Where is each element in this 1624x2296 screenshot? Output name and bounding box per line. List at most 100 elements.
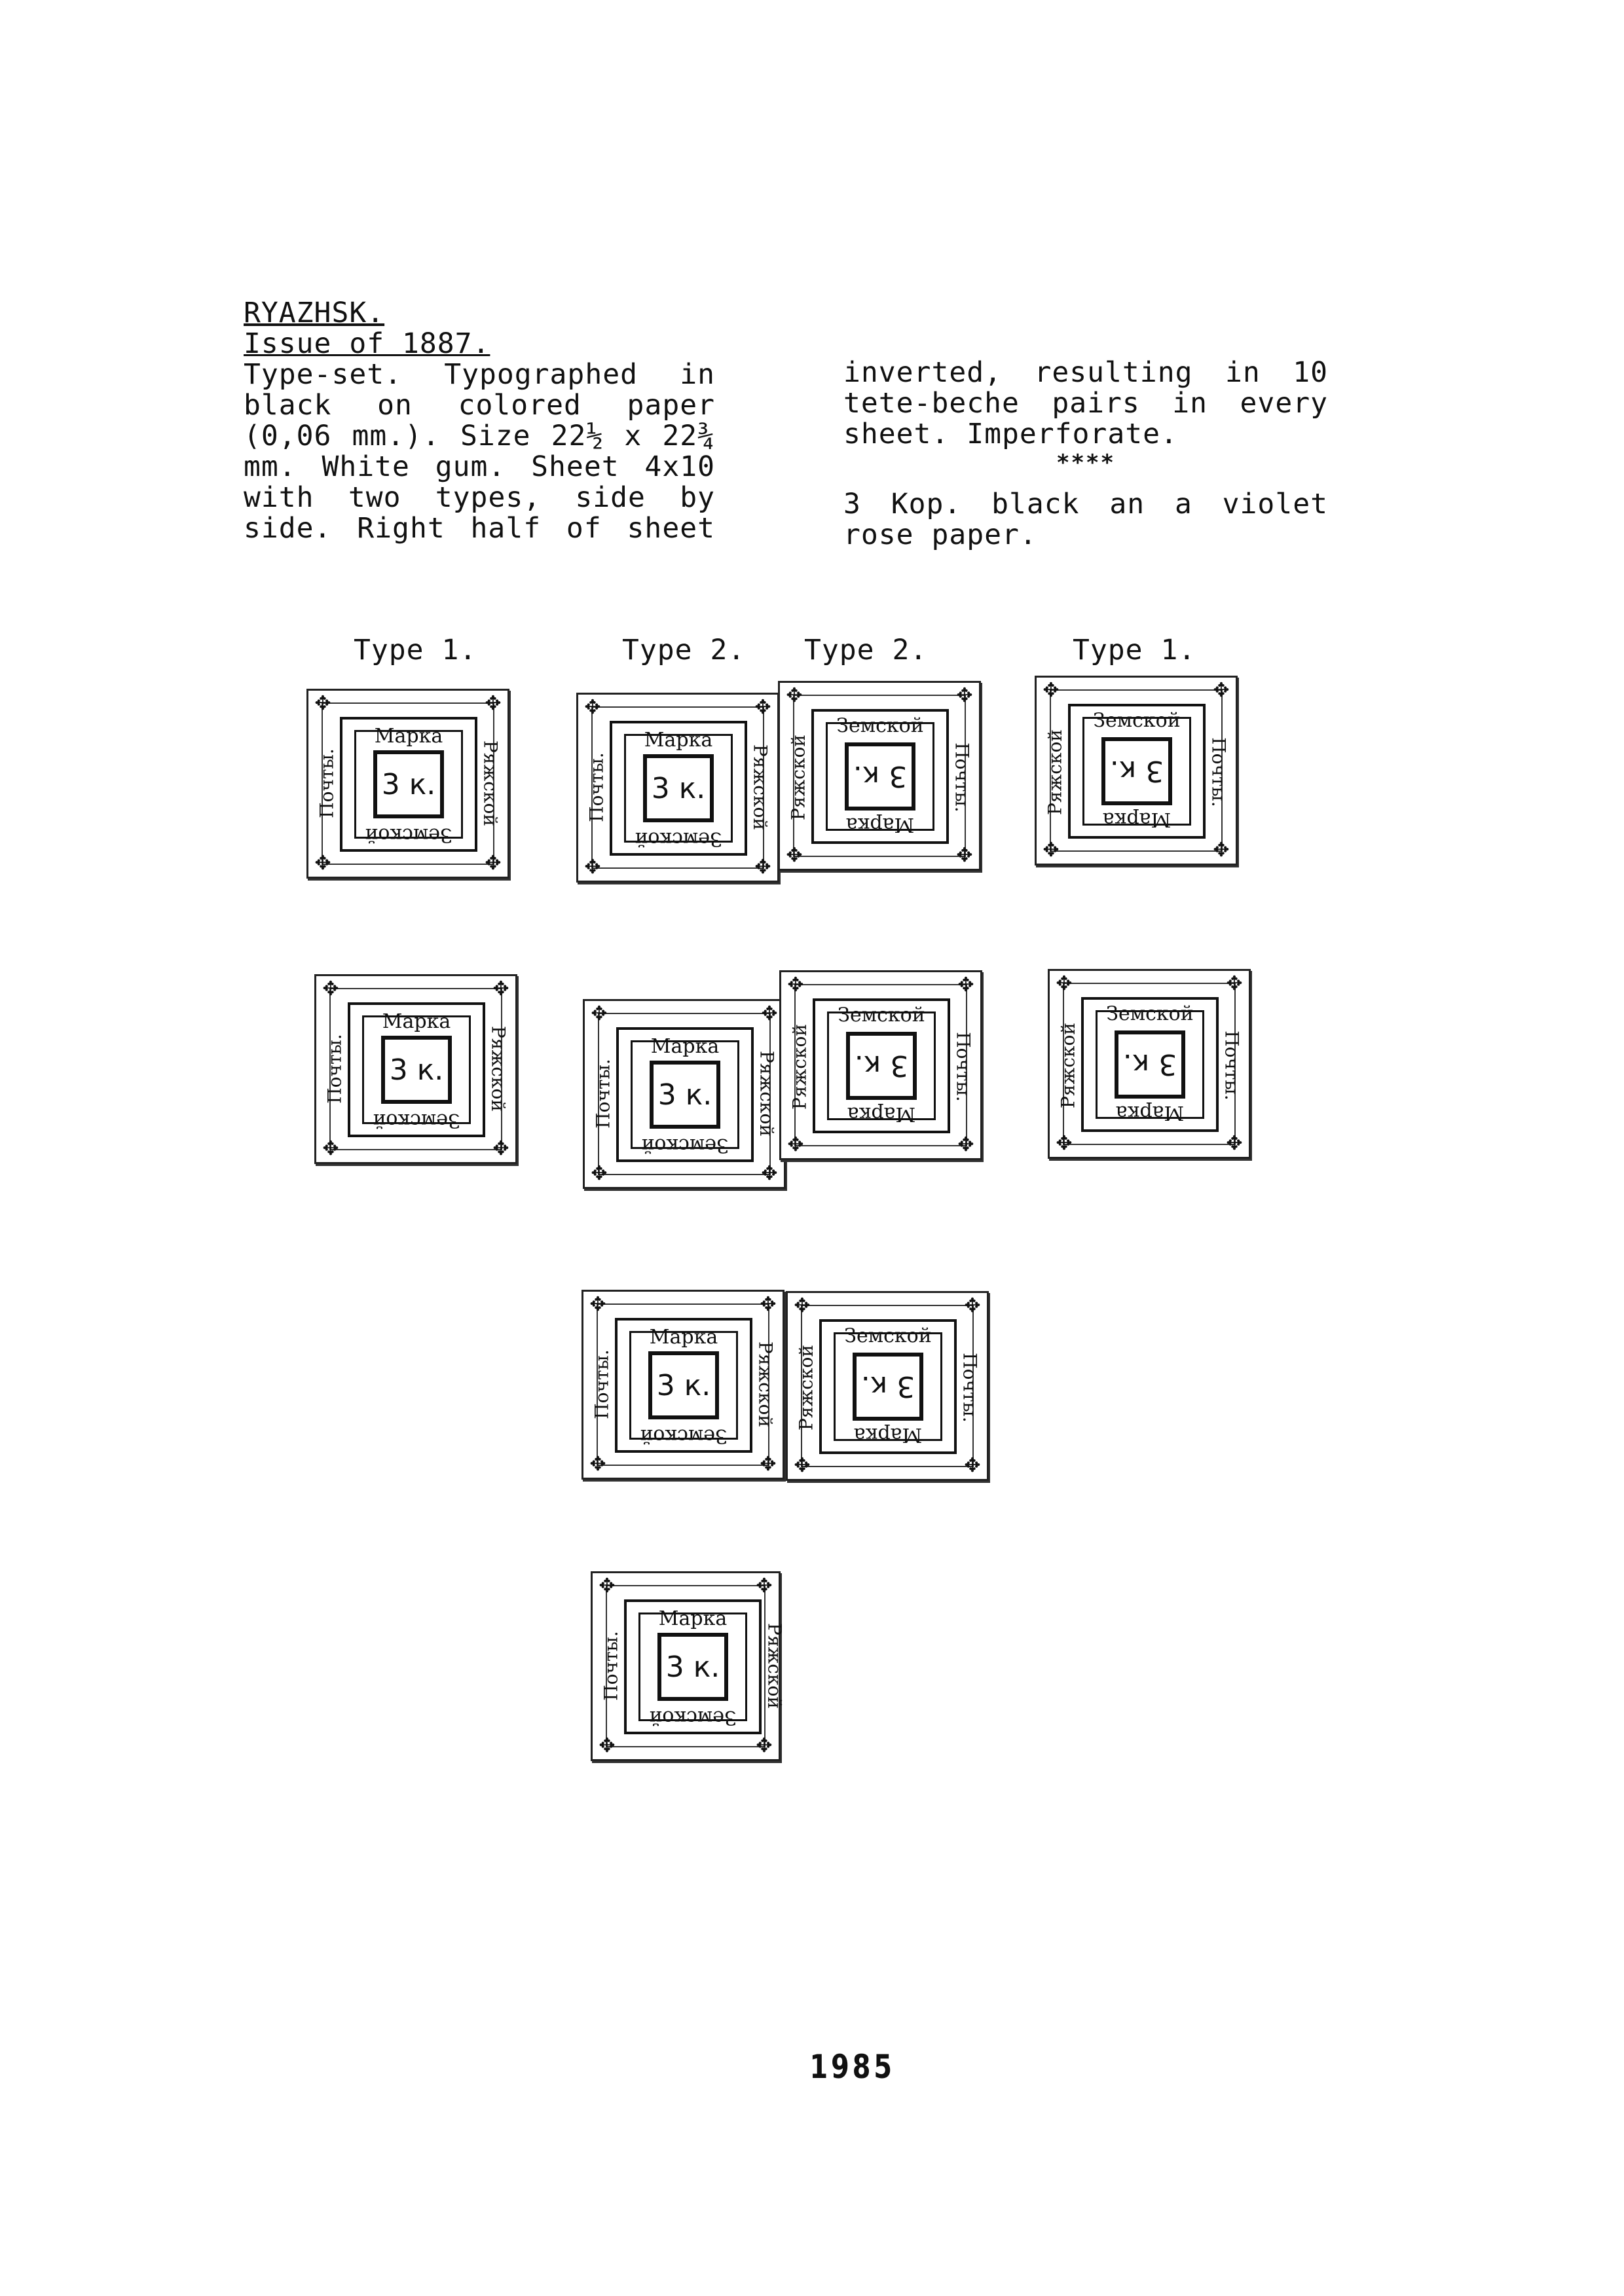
type-label-col4: Type 1. [1073,634,1196,666]
page-number: 1985 [809,2048,895,2086]
stamp-top-word: Марка [847,1102,916,1125]
ornament-icon: ✥ [492,977,509,1000]
stamp-right-word: Ряжской [756,1051,778,1137]
ornament-icon: ✥ [1056,972,1073,995]
ornament-icon: ✥ [1213,679,1230,702]
stamp-value: 3 к. [845,742,915,811]
type-label-col3: Type 2. [804,634,928,666]
stamp-bottom-word: Земской [640,1425,728,1448]
stamp-top-word: Марка [853,1423,923,1446]
description-line: Type-set. Typographed in [244,358,715,391]
stamp-right-word: Ряжской [1044,729,1066,815]
stamp-left-word: Почты. [323,1034,346,1104]
ornament-icon: ✥ [591,1162,608,1185]
ornament-icon: ✥ [761,1162,778,1185]
stamp-right-word: Ряжской [754,1341,777,1427]
stamp-value: 3 к. [648,1351,719,1419]
stamp-top-word: Марка [650,1035,720,1058]
ornament-icon: ✥ [589,1293,606,1316]
ornament-icon: ✥ [754,696,771,719]
stamp-bottom-word: Земской [1093,709,1181,732]
stamp-value: 3 к. [846,1032,917,1100]
stamp-left-word: Почты. [1208,737,1230,807]
ornament-icon: ✥ [591,1002,608,1025]
ornament-icon: ✥ [485,692,502,715]
description-line: side. Right half of sheet [244,512,715,545]
type-label-col2: Type 2. [622,634,746,666]
ornament-icon: ✥ [956,844,973,867]
ornament-icon: ✥ [322,977,339,1000]
ornament-icon: ✥ [1043,839,1060,862]
variety-line: rose paper. [843,519,1037,551]
type-label-col1: Type 1. [354,634,477,666]
ornament-icon: ✥ [794,1294,811,1317]
description-line: black on colored paper [244,389,715,422]
town-heading: RYAZHSK. [244,297,385,329]
stamp-bottom-word: Земской [838,1004,925,1027]
stamp-left-word: Почты. [591,1349,613,1419]
ornament-icon: ✥ [584,696,601,719]
ornament-icon: ✥ [957,1133,974,1156]
ornament-icon: ✥ [1056,1132,1073,1155]
stamp-left-word: Почты. [959,1353,981,1423]
ornament-icon: ✥ [1226,972,1243,995]
ornament-icon: ✥ [756,1575,773,1597]
stamp-left-word: Почты. [592,1059,614,1129]
ornament-icon: ✥ [314,852,331,875]
stamp-bottom-word: Земской [844,1324,932,1347]
stamp-value: 3 к. [1101,737,1172,805]
stamp-left-word: Почты. [316,748,338,818]
ornament-icon: ✥ [956,684,973,707]
description-line: sheet. Imperforate. [843,418,1178,450]
stamp-right-word: Ряжской [764,1623,786,1709]
stamp-top-word: Марка [658,1607,728,1630]
variety-line: 3 Kop. black an a violet [843,488,1328,520]
stamp-bottom-word: Земской [641,1134,729,1157]
stamp-value: 3 к. [657,1633,728,1701]
stamp-left-word: Почты. [600,1631,622,1701]
stamp-left-word: Почты. [951,742,973,812]
stamp-value: 3 к. [650,1061,720,1129]
stamp-bottom-word: Земской [836,714,924,737]
stamp-bottom-word: Земской [373,1109,460,1132]
ornament-icon: ✥ [322,1137,339,1160]
ornament-icon: ✥ [1213,839,1230,862]
ornament-icon: ✥ [957,974,974,996]
stamp-bottom-word: Земской [365,824,452,847]
ornament-icon: ✥ [756,1734,773,1757]
stamp-left-word: Почты. [952,1032,974,1102]
ornament-icon: ✥ [599,1575,616,1597]
description-left-column: RYAZHSK. Issue of 1887. Type-set. Typogr… [244,298,715,544]
stamp-top-word: Марка [1102,808,1172,831]
stamp-bottom-word: Земской [635,828,722,850]
ornament-icon: ✥ [787,974,804,996]
stamp-value: 3 к. [853,1353,923,1421]
ornament-icon: ✥ [760,1453,777,1476]
stamp-value: 3 к. [1115,1030,1185,1099]
description-line: with two types, side by [244,481,715,514]
ornament-icon: ✥ [584,856,601,879]
stamp-left-word: Почты. [1221,1030,1243,1101]
ornament-icon: ✥ [786,844,803,867]
stamp-right-word: Ряжской [749,744,771,830]
